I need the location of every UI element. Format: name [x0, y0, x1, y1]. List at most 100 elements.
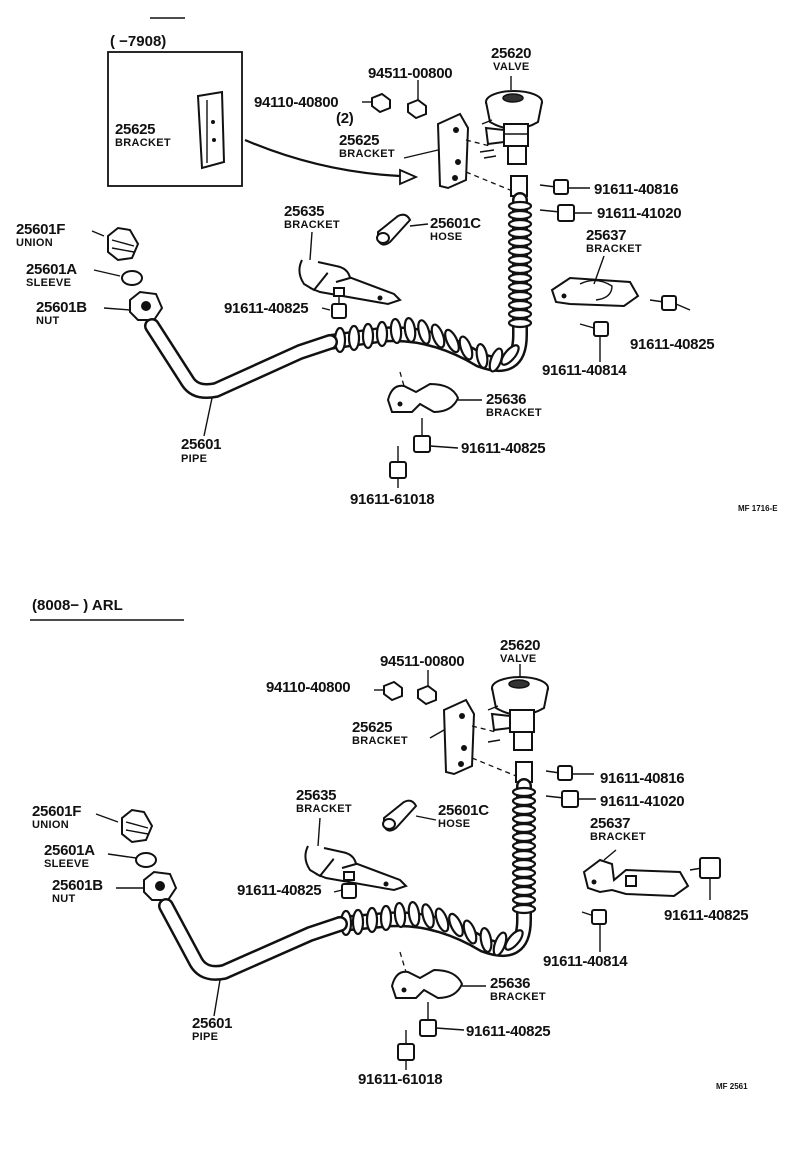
pipe-25601-drawing-top: [144, 318, 338, 399]
label-25635-sub-bottom: BRACKET: [296, 803, 352, 815]
bolt-40814-drawing-bottom: [581, 909, 607, 944]
bracket-25635-drawing-top: [298, 259, 402, 306]
label-25625-bottom: 25625: [352, 719, 393, 736]
bolt-41020-drawing-top: [539, 204, 592, 222]
label-25601-sub-bottom: PIPE: [192, 1031, 219, 1043]
bolt-40816-drawing-bottom: [545, 765, 594, 781]
label-25601C-bottom: 25601C: [438, 802, 489, 819]
label-25635-bottom: 25635: [296, 787, 337, 804]
label-25601B-bottom: 25601B: [52, 877, 103, 894]
hose-25601C-drawing-top: [376, 213, 412, 246]
label-25601F-top: 25601F: [16, 221, 66, 238]
label-40825a-top: 91611-40825: [224, 300, 309, 317]
label-40814-bottom: 91611-40814: [543, 953, 628, 970]
union-25601F-drawing-top: [107, 226, 140, 262]
inset-bracket-drawing: [196, 90, 226, 170]
corrugated-hose-drawing-top: [322, 175, 533, 373]
label-40825b-top: 91611-40825: [630, 336, 715, 353]
code-top: MF 1716-E: [738, 504, 778, 513]
label-25635-sub-top: BRACKET: [284, 219, 340, 231]
bolt-40825b-drawing-top: [649, 295, 677, 311]
label-25601A-bottom: 25601A: [44, 842, 95, 859]
valve-drawing-top: [479, 90, 543, 165]
label-25601B-sub-bottom: NUT: [52, 893, 76, 905]
nut-25601B-drawing-bottom: [143, 870, 178, 901]
label-25620-bottom: 25620: [500, 637, 541, 654]
label-41020-bottom: 91611-41020: [600, 793, 685, 810]
label-40814-top: 91611-40814: [542, 362, 627, 379]
label-41020-top: 91611-41020: [597, 205, 682, 222]
label-94511-top: 94511-00800: [368, 65, 453, 82]
code-bottom: MF 2561: [716, 1082, 748, 1091]
label-25601C-sub-top: HOSE: [430, 231, 463, 243]
label-40825a-bottom: 91611-40825: [237, 882, 322, 899]
bolt-40814-drawing-top: [579, 321, 609, 354]
label-25636-sub-bottom: BRACKET: [490, 991, 546, 1003]
label-25601F-bottom: 25601F: [32, 803, 82, 820]
label-40816-top: 91611-40816: [594, 181, 679, 198]
label-25601B-top: 25601B: [36, 299, 87, 316]
label-25637-top: 25637: [586, 227, 627, 244]
bolt-40816-drawing-top: [539, 179, 590, 195]
label-25625-top: 25625: [339, 132, 380, 149]
label-25601-top: 25601: [181, 436, 222, 453]
inset-box: [107, 51, 243, 187]
label-25620-sub-bottom: VALVE: [500, 653, 537, 665]
label-25601A-top: 25601A: [26, 261, 77, 278]
bracket-25636-drawing-top: [386, 371, 460, 414]
bolt-40825a-drawing-top: [331, 287, 347, 319]
label-25601A-sub-bottom: SLEEVE: [44, 858, 90, 870]
label-40825b-bottom: 91611-40825: [664, 907, 749, 924]
bolt-40825c-drawing-bottom: [419, 1002, 437, 1037]
hose-25601C-drawing-bottom: [382, 799, 418, 832]
bracket-25625-drawing-bottom: [442, 698, 476, 776]
label-25620-sub-top: VALVE: [493, 61, 530, 73]
label-25601-sub-top: PIPE: [181, 453, 208, 465]
label-25620-top: 25620: [491, 45, 532, 62]
label-94110-bottom: 94110-40800: [266, 679, 351, 696]
label-25637-bottom: 25637: [590, 815, 631, 832]
label-94110-top: 94110-40800: [254, 94, 339, 111]
label-94110-qty-top: (2): [336, 110, 354, 127]
label-25625-sub-top: BRACKET: [339, 148, 395, 160]
label-25601-bottom: 25601: [192, 1015, 233, 1032]
label-61018-top: 91611-61018: [350, 491, 435, 508]
label-25636-top: 25636: [486, 391, 527, 408]
label-25601A-sub-top: SLEEVE: [26, 277, 72, 289]
sleeve-25601A-drawing-bottom: [135, 852, 157, 868]
label-25601F-sub-bottom: UNION: [32, 819, 69, 831]
label-25601C-top: 25601C: [430, 215, 481, 232]
label-25636-sub-top: BRACKET: [486, 407, 542, 419]
label-25625-sub-bottom: BRACKET: [352, 735, 408, 747]
union-25601F-drawing-bottom: [121, 808, 154, 844]
label-25636-bottom: 25636: [490, 975, 531, 992]
label-25637-sub-bottom: BRACKET: [590, 831, 646, 843]
bolt-61018-drawing-top: [389, 446, 407, 479]
bracket-25637-drawing-bottom: [582, 858, 690, 898]
sleeve-25601A-drawing-top: [121, 270, 143, 286]
nut-94110-drawing-bottom: [383, 680, 403, 702]
valve-drawing-bottom: [487, 676, 549, 751]
bolt-61018-drawing-bottom: [397, 1030, 415, 1061]
bracket-25636-drawing-bottom: [390, 951, 464, 1000]
label-25625-inset: 25625: [115, 121, 156, 138]
label-25601F-sub-top: UNION: [16, 237, 53, 249]
label-40816-bottom: 91611-40816: [600, 770, 685, 787]
bolt-40825b-drawing-bottom: [689, 857, 721, 900]
label-25601C-sub-bottom: HOSE: [438, 818, 471, 830]
top-inset-range: ( −7908): [110, 33, 167, 50]
nut-94511-drawing-bottom: [417, 684, 437, 706]
bracket-25635-drawing-bottom: [304, 845, 408, 892]
bolt-40825a-drawing-bottom: [341, 871, 357, 899]
bolt-41020-drawing-bottom: [545, 790, 596, 808]
label-25637-sub-top: BRACKET: [586, 243, 642, 255]
pipe-25601-drawing-bottom: [158, 898, 348, 981]
label-61018-bottom: 91611-61018: [358, 1071, 443, 1088]
label-25625-inset-sub: BRACKET: [115, 137, 171, 149]
nut-94110-drawing-top: [371, 92, 391, 114]
nut-25601B-drawing-top: [129, 290, 164, 321]
bracket-25637-drawing-top: [550, 276, 640, 308]
bolt-40825c-drawing-top: [413, 418, 431, 453]
corrugated-hose-drawing-bottom: [332, 761, 537, 957]
